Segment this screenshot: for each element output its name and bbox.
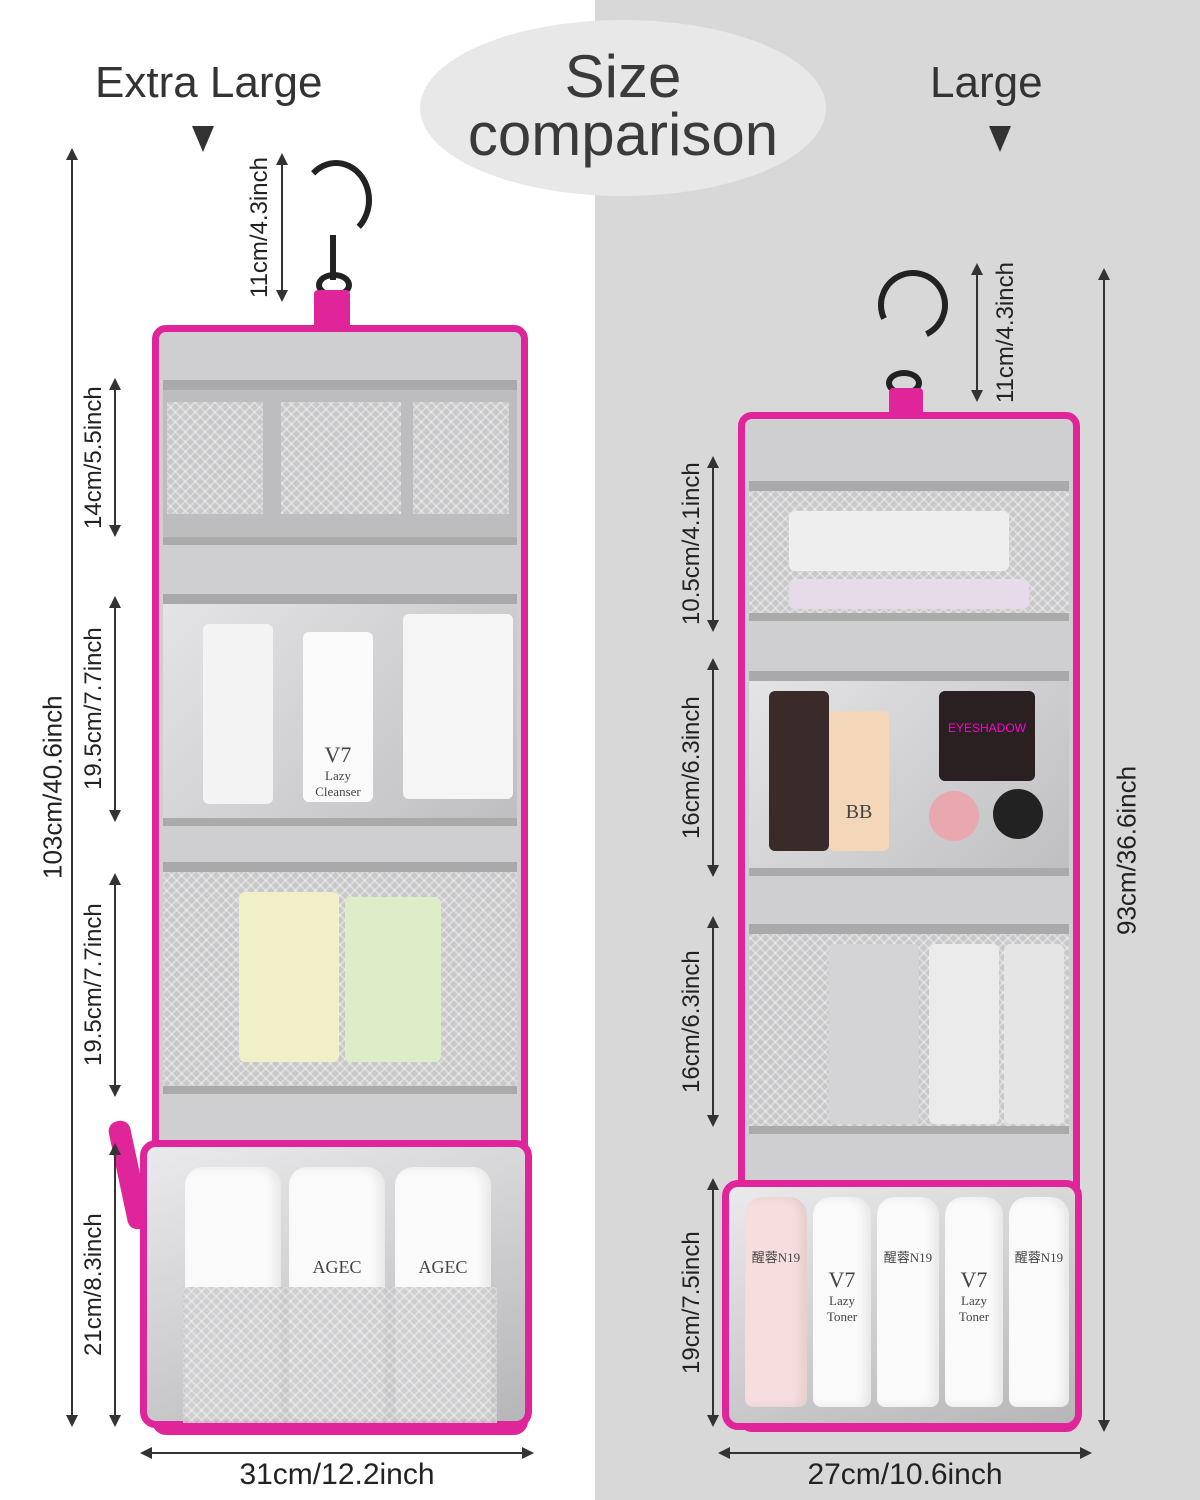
product-label: Lazy Toner	[958, 1293, 990, 1324]
section-label: 16cm/6.3inch	[678, 696, 705, 839]
extra-large-title: Extra Large	[95, 58, 323, 107]
section-label: 14cm/5.5inch	[80, 386, 107, 529]
size-comparison-badge: Size comparison	[420, 20, 826, 196]
hook-line	[276, 153, 288, 302]
section-label: 16cm/6.3inch	[678, 950, 705, 1093]
width-label: 31cm/12.2inch	[239, 1458, 435, 1491]
pocket-1	[163, 380, 517, 545]
pocket-2: V7 Lazy Cleanser	[163, 594, 517, 826]
hook-label: 11cm/4.3inch	[246, 157, 273, 298]
extra-large-pouch: AGEC AGEC	[140, 1140, 532, 1428]
section-line	[707, 658, 719, 877]
arrow-down-icon	[989, 126, 1011, 152]
product-label: 醒蓉N19	[1014, 1250, 1064, 1265]
mesh-pocket	[183, 1287, 497, 1423]
section-line	[109, 1143, 121, 1427]
bottle-green	[345, 897, 441, 1062]
bb-cream: BB	[829, 711, 889, 851]
badge-line-2: comparison	[467, 101, 779, 168]
cleanser-tube	[203, 624, 273, 804]
section-line	[109, 596, 121, 822]
product-label: Lazy Cleanser	[315, 768, 361, 799]
pocket-1	[749, 481, 1069, 621]
section-line	[707, 1178, 719, 1427]
bottle: 醒蓉N19	[745, 1197, 807, 1407]
lipgloss	[769, 691, 829, 851]
cotton-swabs	[413, 402, 509, 514]
section-label: 19cm/7.5inch	[678, 1231, 705, 1374]
tubes	[789, 511, 1009, 571]
compact	[929, 791, 979, 841]
lipsticks	[281, 402, 401, 514]
product-label: AGEC	[312, 1257, 362, 1277]
product-label: AGEC	[418, 1257, 468, 1277]
pocket-3	[163, 862, 517, 1094]
hook-label: 11cm/4.3inch	[992, 262, 1019, 403]
powder-jar	[993, 789, 1043, 839]
section-label: 21cm/8.3inch	[80, 1213, 107, 1357]
toothbrushes	[789, 579, 1029, 609]
large-title: Large	[930, 58, 1043, 107]
total-height-line	[66, 148, 78, 1427]
bottle: 醒蓉N19	[877, 1197, 939, 1407]
product-label: V7	[828, 1267, 856, 1292]
width-label: 27cm/10.6inch	[807, 1458, 1003, 1491]
total-height-line	[1098, 268, 1110, 1432]
width-line	[718, 1447, 1092, 1459]
product-label: Lazy Toner	[826, 1293, 858, 1324]
total-height-label: 103cm/40.6inch	[37, 695, 68, 880]
towel	[1004, 944, 1064, 1124]
product-label: V7	[324, 742, 352, 767]
section-label: 19.5cm/7.7inch	[80, 903, 107, 1067]
pocket-3	[749, 924, 1069, 1134]
towel	[929, 944, 999, 1124]
pocket-2: BB EYESHADOW	[749, 671, 1069, 876]
width-line	[140, 1447, 534, 1459]
v7-tube: V7 Lazy Cleanser	[303, 632, 373, 802]
product-label: V7	[960, 1267, 988, 1292]
hook-icon	[300, 160, 372, 240]
hook-shaft	[330, 235, 336, 280]
product-label: EYESHADOW	[947, 721, 1026, 735]
bottle-yellow	[239, 892, 339, 1062]
section-line	[707, 456, 719, 632]
product-label: 醒蓉N19	[751, 1250, 801, 1265]
arrow-down-icon	[192, 126, 214, 152]
badge-line-1: Size	[564, 43, 682, 110]
bottle: 醒蓉N19	[1009, 1197, 1069, 1407]
towel	[829, 944, 919, 1124]
palette	[167, 402, 263, 514]
section-label: 19.5cm/7.7inch	[80, 627, 107, 791]
section-line	[707, 916, 719, 1127]
product-label: BB	[845, 801, 873, 823]
section-label: 10.5cm/4.1inch	[678, 462, 705, 626]
hook-line	[971, 263, 983, 402]
section-line	[109, 378, 121, 537]
total-height-label: 93cm/36.6inch	[1111, 765, 1142, 935]
eyeshadow-palette: EYESHADOW	[939, 691, 1035, 781]
section-line	[109, 873, 121, 1097]
product-label: 醒蓉N19	[883, 1250, 933, 1265]
towel	[403, 614, 513, 799]
